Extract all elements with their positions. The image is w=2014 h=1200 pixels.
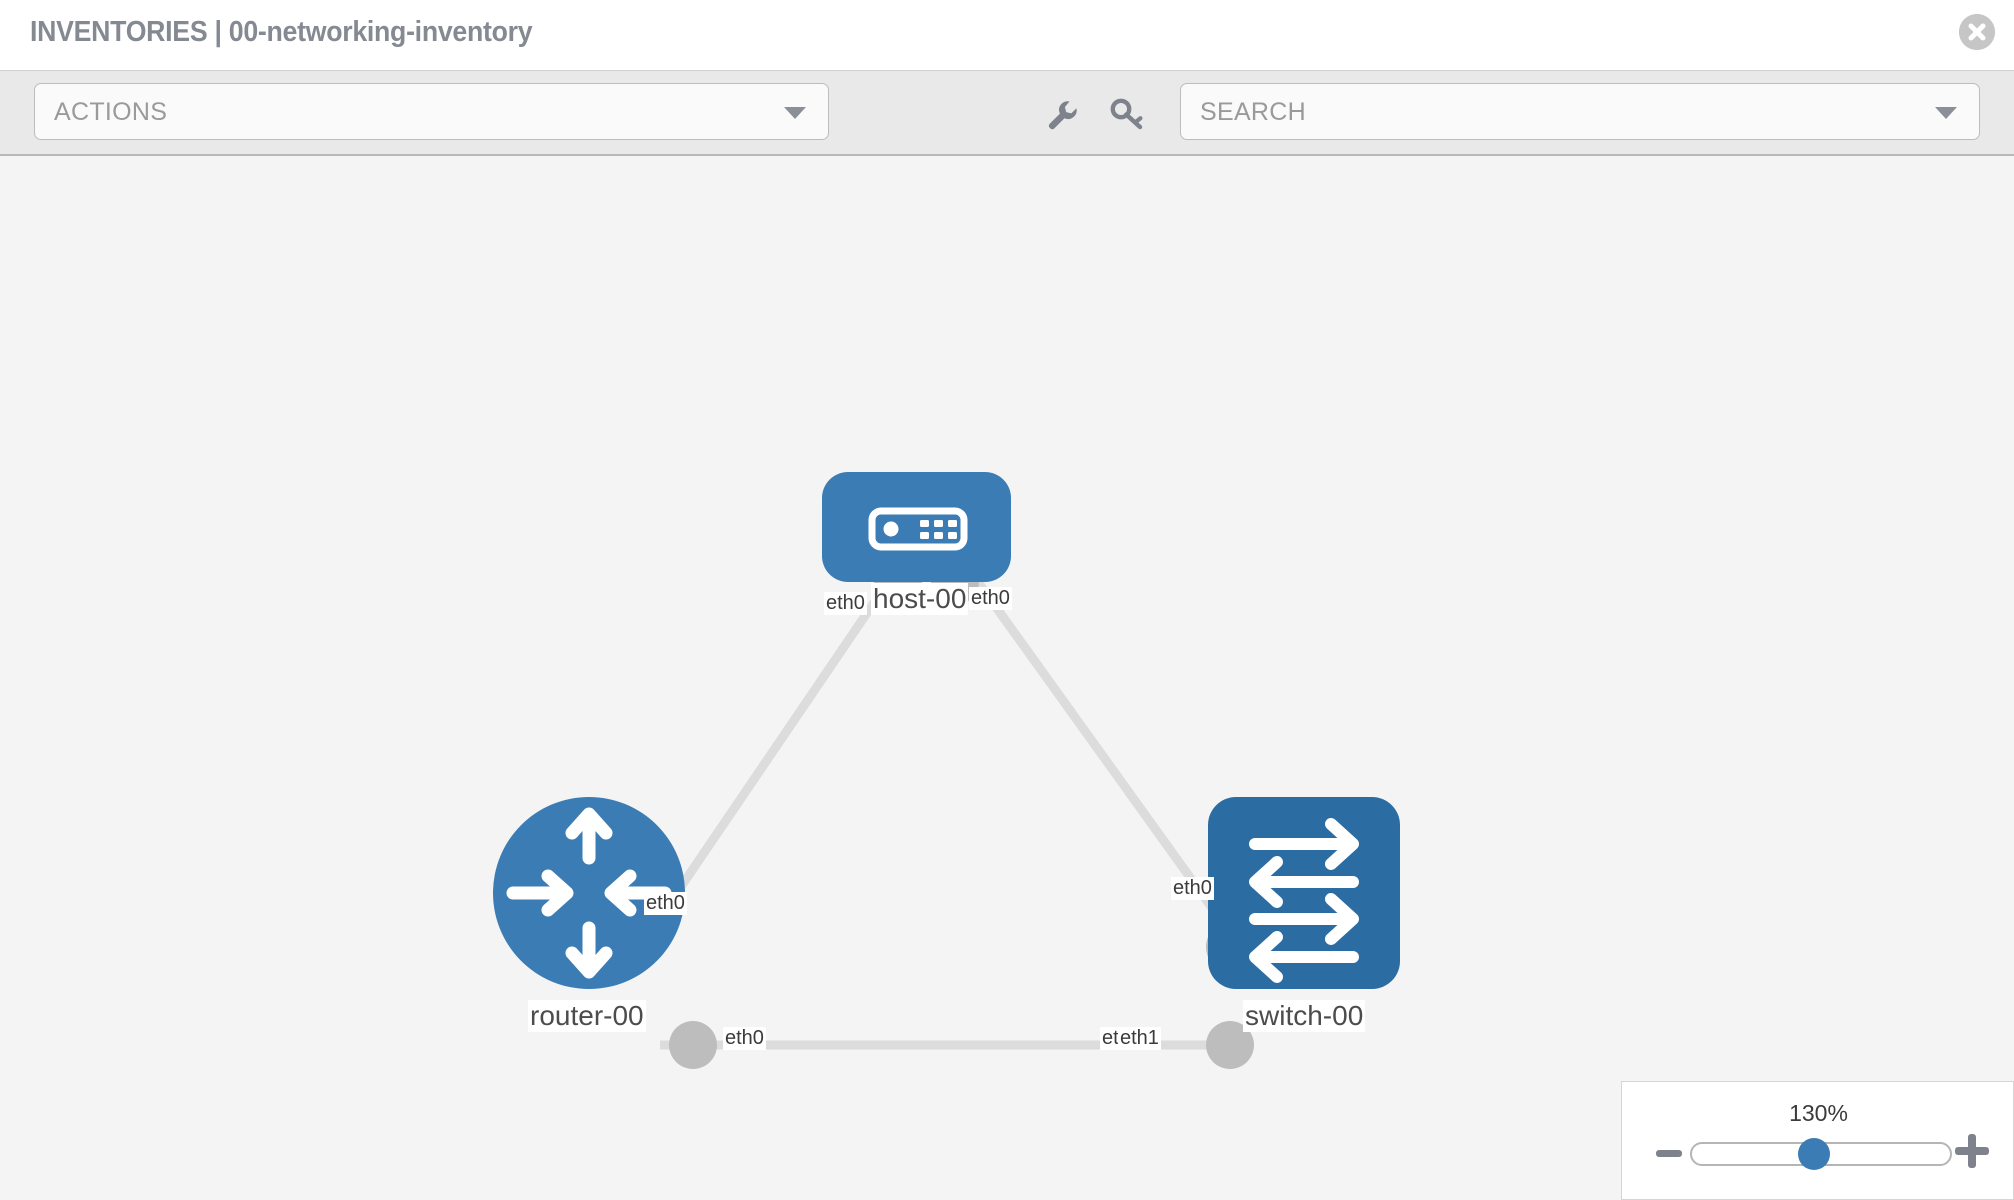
iface-label: eth0 <box>969 587 1012 610</box>
page-title: INVENTORIES | 00-networking-inventory <box>30 16 533 48</box>
iface-label: eth0 <box>824 592 867 615</box>
search-placeholder-label: SEARCH <box>1200 98 1306 126</box>
actions-dropdown-label: ACTIONS <box>54 98 168 126</box>
node-label-switch-00: switch-00 <box>1243 1000 1366 1033</box>
topology-graph <box>493 472 1400 1069</box>
iface-label: eth0 <box>723 1027 766 1050</box>
actions-dropdown[interactable]: ACTIONS <box>34 83 829 140</box>
plus-icon[interactable] <box>1955 1134 1989 1168</box>
node-switch-00[interactable] <box>1208 797 1400 989</box>
chevron-down-icon <box>784 107 806 119</box>
zoom-percent-label: 130% <box>1789 1100 1848 1126</box>
node-label-host-00: host-00 <box>871 583 969 616</box>
search-input[interactable]: SEARCH <box>1180 83 1980 140</box>
chevron-down-icon <box>1935 107 1957 119</box>
close-icon[interactable] <box>1959 14 1995 50</box>
iface-label: eth0 <box>644 892 687 915</box>
minus-icon[interactable] <box>1655 1140 1683 1168</box>
wrench-icon[interactable] <box>1040 93 1080 133</box>
iface-label: eth1 <box>1118 1027 1161 1050</box>
topology-endpoints <box>669 557 1258 1069</box>
server-icon <box>868 507 968 551</box>
topology-links <box>636 554 1244 1050</box>
key-icon[interactable] <box>1107 93 1147 133</box>
node-host-00[interactable] <box>822 472 1011 582</box>
endpoint-dot[interactable] <box>1206 1021 1254 1069</box>
iface-label: eth0 <box>1171 877 1214 900</box>
endpoint-dot[interactable] <box>669 1021 717 1069</box>
node-label-router-00: router-00 <box>528 1000 646 1033</box>
switch-arrows-icon <box>1249 818 1359 983</box>
toolbar: ACTIONS SEARCH <box>0 70 2014 156</box>
zoom-control-panel: 130% <box>1621 1081 2014 1200</box>
page-header: INVENTORIES | 00-networking-inventory <box>0 0 2014 70</box>
topology-canvas[interactable]: eth0 eth0 eth0 eth0 eth0 eth0 eth1 host-… <box>0 157 2014 1200</box>
zoom-slider-thumb[interactable] <box>1798 1138 1830 1170</box>
